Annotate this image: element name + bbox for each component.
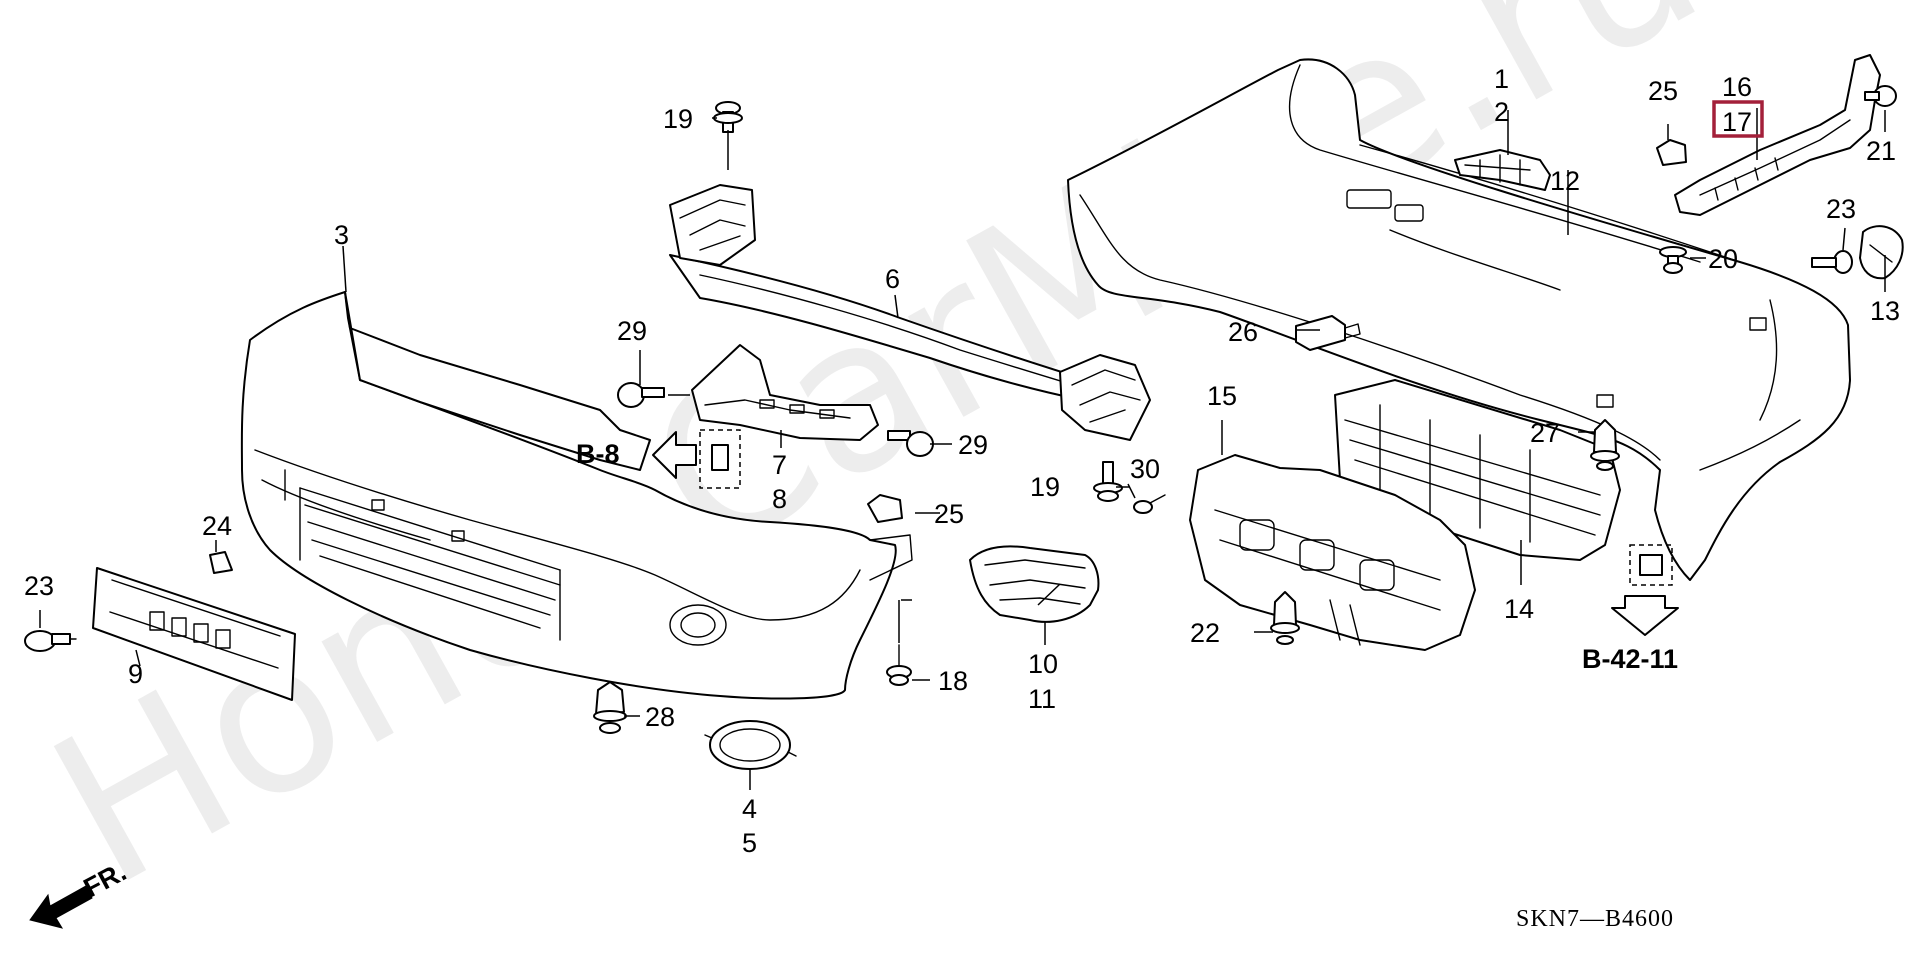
callout-19-top[interactable]: 19: [663, 104, 693, 134]
bolt-20[interactable]: [1659, 246, 1687, 274]
rear-lower-bracket[interactable]: [1189, 454, 1476, 651]
callout-2[interactable]: 2: [1494, 97, 1509, 127]
connector-26[interactable]: [1295, 315, 1361, 351]
callout-18[interactable]: 18: [938, 666, 968, 696]
bolt-29-a[interactable]: [617, 382, 665, 408]
rear-cover-13[interactable]: [1859, 225, 1904, 280]
clip-22[interactable]: [1270, 591, 1300, 645]
leader-lines: [39, 108, 1886, 790]
screw-18[interactable]: [886, 644, 912, 686]
callout-22[interactable]: 22: [1190, 618, 1220, 648]
callout-14[interactable]: 14: [1504, 594, 1534, 624]
bolt-19-bottom[interactable]: [1093, 461, 1123, 502]
bolt-21[interactable]: [1864, 85, 1897, 107]
callout-1[interactable]: 1: [1494, 64, 1509, 94]
callout-13[interactable]: 13: [1870, 296, 1900, 326]
clip-27[interactable]: [1590, 419, 1620, 471]
bolt-19-top[interactable]: [713, 101, 743, 133]
ref-label-front[interactable]: B-8: [576, 439, 620, 469]
front-bumper-face[interactable]: [240, 291, 913, 700]
front-side-spacer[interactable]: [691, 344, 879, 441]
nut-24[interactable]: [209, 551, 233, 574]
clip-28[interactable]: [593, 681, 627, 734]
callout-23-rear[interactable]: 23: [1826, 194, 1856, 224]
callout-11[interactable]: 11: [1028, 684, 1056, 714]
diagram-code: SKN7—B4600: [1516, 906, 1674, 932]
callout-29-b[interactable]: 29: [958, 430, 988, 460]
callout-12[interactable]: 12: [1550, 166, 1580, 196]
front-side-bracket[interactable]: [969, 545, 1100, 623]
ref-label-rear[interactable]: B-42-11: [1582, 644, 1678, 674]
fr-direction-arrow: [29, 885, 93, 929]
callout-20[interactable]: 20: [1708, 244, 1738, 274]
callout-17[interactable]: 17: [1722, 107, 1752, 137]
rear-bracket-center[interactable]: [1454, 149, 1551, 191]
callout-26[interactable]: 26: [1228, 317, 1258, 347]
callout-17-highlight: [1712, 100, 1764, 138]
callout-25-front[interactable]: 25: [934, 499, 964, 529]
callout-24[interactable]: 24: [202, 511, 232, 541]
callout-27[interactable]: 27: [1530, 418, 1560, 448]
bolt-23-front[interactable]: [24, 630, 77, 652]
callout-15[interactable]: 15: [1207, 381, 1237, 411]
rear-side-spacer[interactable]: [1674, 54, 1881, 216]
clip-25-rear[interactable]: [1656, 139, 1687, 166]
ref-box-front-part: [711, 444, 729, 471]
callout-4[interactable]: 4: [742, 794, 757, 824]
callout-19-bottom[interactable]: 19: [1030, 472, 1060, 502]
callout-3[interactable]: 3: [334, 220, 349, 250]
bolt-23-rear[interactable]: [1811, 250, 1853, 274]
callout-16[interactable]: 16: [1722, 72, 1752, 102]
ref-box-rear: [1629, 544, 1673, 586]
license-plate-base[interactable]: [92, 567, 296, 701]
callout-8[interactable]: 8: [772, 484, 787, 514]
callout-25-rear[interactable]: 25: [1648, 76, 1678, 106]
callout-6[interactable]: 6: [885, 264, 900, 294]
callout-9[interactable]: 9: [128, 659, 143, 689]
ref-box-rear-part: [1639, 554, 1663, 576]
fog-lamp-ring[interactable]: [704, 720, 797, 770]
callout-7[interactable]: 7: [772, 450, 787, 480]
clip-25-front[interactable]: [867, 494, 903, 523]
ref-arrow-rear: [1611, 595, 1679, 636]
callout-28[interactable]: 28: [645, 702, 675, 732]
callout-23-front[interactable]: 23: [24, 571, 54, 601]
callout-30[interactable]: 30: [1130, 454, 1160, 484]
callouts: 19 3 6 29 29 7 8 25 19 30 10 11 15 26 1 …: [24, 64, 1900, 858]
callout-5[interactable]: 5: [742, 828, 757, 858]
callout-21[interactable]: 21: [1866, 136, 1896, 166]
front-bumper-beam[interactable]: [669, 184, 1151, 441]
callout-10[interactable]: 10: [1028, 649, 1058, 679]
callout-29-a[interactable]: 29: [617, 316, 647, 346]
screw-30[interactable]: [1133, 494, 1166, 514]
ref-box-front: [699, 429, 741, 489]
ref-arrow-front: [652, 431, 697, 479]
